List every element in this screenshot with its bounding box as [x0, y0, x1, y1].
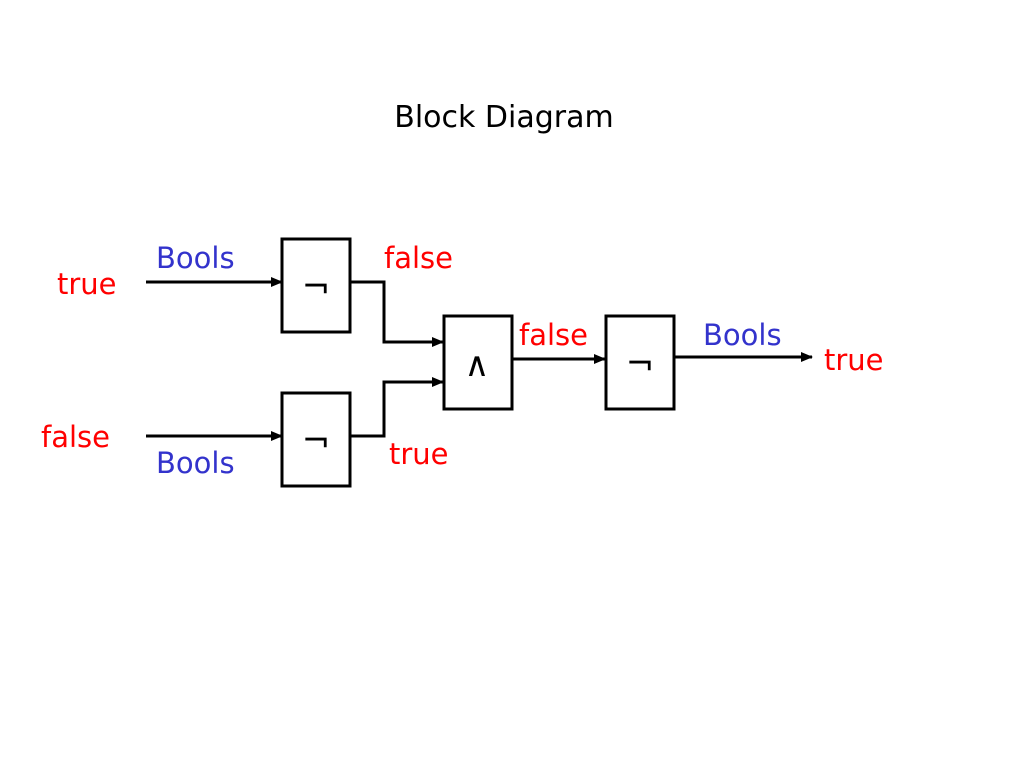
output-type-label: Bools	[703, 318, 782, 352]
input-bottom-value-label: false	[41, 420, 110, 454]
not-gate-output-symbol: ¬	[626, 344, 655, 384]
input-top-type-label: Bools	[156, 241, 235, 275]
not-gate-top: ¬	[280, 237, 352, 334]
not-gate-output: ¬	[604, 314, 676, 411]
output-value-label: true	[824, 343, 884, 377]
not-gate-bottom: ¬	[280, 391, 352, 488]
wire-not-top-to-and	[350, 280, 444, 347]
and-gate-symbol: ∧	[465, 345, 490, 385]
and-gate: ∧	[442, 314, 514, 411]
not-bottom-output-value-label: true	[389, 437, 449, 471]
not-top-output-value-label: false	[384, 241, 453, 275]
input-top-value-label: true	[57, 267, 117, 301]
input-bottom-type-label: Bools	[156, 446, 235, 480]
diagram-title: Block Diagram	[394, 100, 614, 135]
not-gate-bottom-symbol: ¬	[302, 421, 331, 461]
and-output-value-label: false	[519, 318, 588, 352]
not-gate-top-symbol: ¬	[302, 267, 331, 307]
wire-not-bottom-to-and	[350, 377, 444, 438]
